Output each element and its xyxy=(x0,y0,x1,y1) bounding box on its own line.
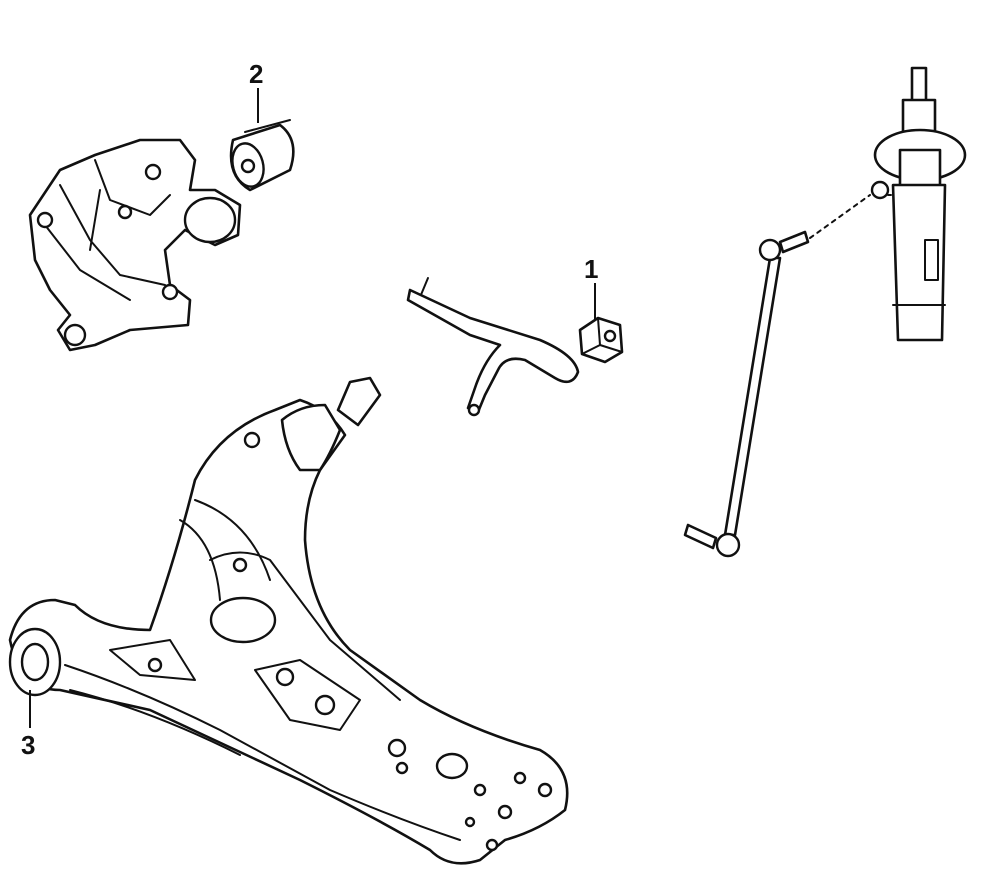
bushing-1 xyxy=(578,316,624,364)
bushing-2 xyxy=(229,119,295,192)
stabilizer-link xyxy=(683,230,810,558)
callout-1: 1 xyxy=(584,254,599,284)
strut-assembly xyxy=(809,66,967,342)
callout-3: 3 xyxy=(21,730,36,760)
control-arm xyxy=(8,376,569,865)
subframe-bracket xyxy=(28,138,242,352)
callout-2: 2 xyxy=(249,59,264,89)
stabilizer-bar xyxy=(406,277,580,417)
